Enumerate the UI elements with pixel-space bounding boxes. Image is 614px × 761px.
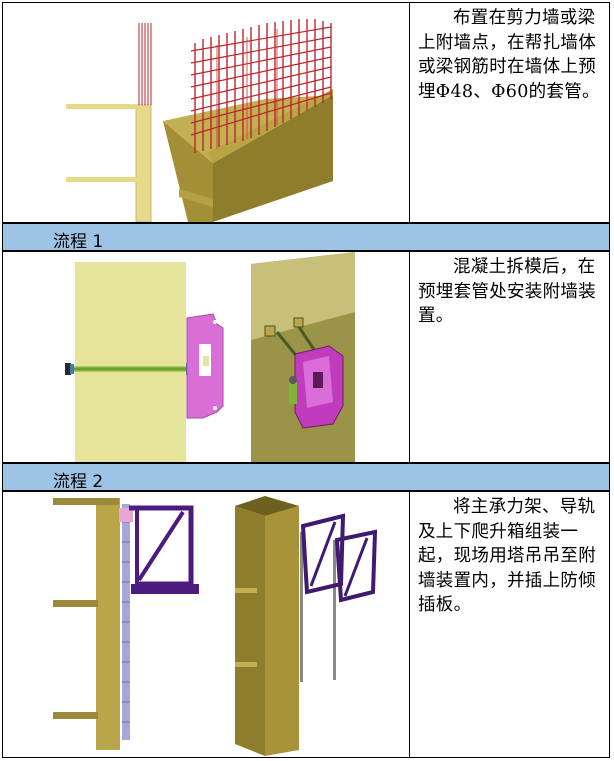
step-2-illustration [3, 252, 410, 462]
step-row-2: 混凝土拆模后，在预埋套管处安装附墙装置。 [2, 251, 610, 463]
process-band-1: 流程 1 [2, 223, 610, 251]
climbing-frame-assembly-illustration [3, 492, 409, 757]
step-2-text-cell: 混凝土拆模后，在预埋套管处安装附墙装置。 [410, 252, 609, 462]
band-label: 流程 2 [53, 467, 103, 492]
step-1-text-cell: 布置在剪力墙或梁上附墙点，在帮扎墙体或梁钢筋时在墙体上预埋Φ48、Φ60的套管。 [410, 3, 609, 222]
step-description: 混凝土拆模后，在预埋套管处安装附墙装置。 [418, 255, 603, 329]
step-row-3: 将主承力架、导轨及上下爬升箱组装一起，现场用塔吊吊至附墙装置内，并插上防倾插板。 [2, 491, 610, 758]
rebar-wall-sleeve-illustration [3, 3, 409, 222]
wall-attachment-device-illustration [3, 252, 409, 462]
step-description: 将主承力架、导轨及上下爬升箱组装一起，现场用塔吊吊至附墙装置内，并插上防倾插板。 [418, 495, 603, 618]
step-3-illustration [3, 492, 410, 757]
step-3-text-cell: 将主承力架、导轨及上下爬升箱组装一起，现场用塔吊吊至附墙装置内，并插上防倾插板。 [410, 492, 609, 757]
step-row-1: 布置在剪力墙或梁上附墙点，在帮扎墙体或梁钢筋时在墙体上预埋Φ48、Φ60的套管。 [2, 2, 610, 223]
process-band-2: 流程 2 [2, 463, 610, 491]
step-description: 布置在剪力墙或梁上附墙点，在帮扎墙体或梁钢筋时在墙体上预埋Φ48、Φ60的套管。 [418, 6, 603, 104]
band-label: 流程 1 [53, 227, 103, 252]
step-1-illustration [3, 3, 410, 222]
